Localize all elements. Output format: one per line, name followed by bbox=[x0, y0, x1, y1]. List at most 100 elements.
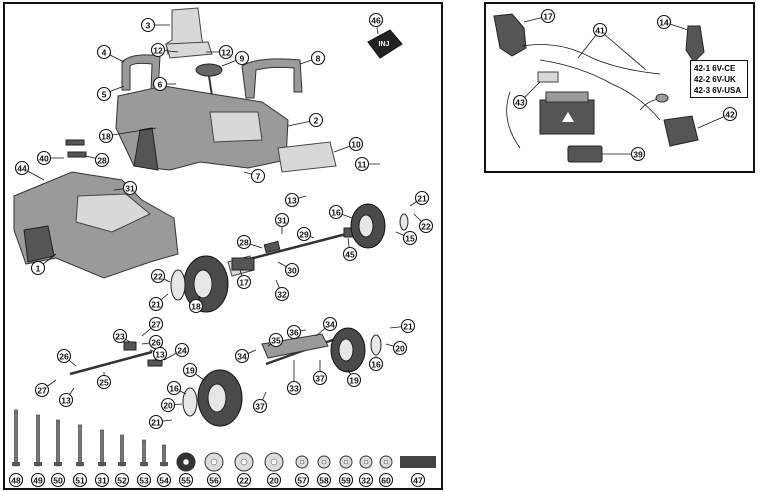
callout-label: 4 bbox=[102, 48, 107, 58]
callout-label: 37 bbox=[315, 374, 325, 384]
callout-22: 22 bbox=[150, 268, 171, 284]
callout-19: 19 bbox=[346, 369, 362, 388]
wiring-icon bbox=[506, 59, 661, 149]
callout-20: 20 bbox=[266, 472, 282, 488]
callout-label: 56 bbox=[209, 476, 219, 486]
callout-24: 24 bbox=[163, 342, 190, 361]
wheel-icon bbox=[350, 203, 386, 249]
callout-label: 18 bbox=[191, 302, 201, 312]
callout-19: 19 bbox=[182, 362, 205, 381]
callout-18: 18 bbox=[188, 295, 204, 314]
callout-label: 39 bbox=[633, 150, 643, 160]
callout-29: 29 bbox=[296, 226, 315, 242]
callout-34: 34 bbox=[234, 348, 257, 364]
callout-34: 34 bbox=[315, 316, 338, 337]
switch-harness-icon bbox=[493, 13, 661, 75]
washer-icon bbox=[204, 452, 224, 472]
callout-56: 56 bbox=[206, 472, 222, 488]
callout-label: 26 bbox=[59, 352, 69, 362]
callout-label: 24 bbox=[177, 346, 187, 356]
callout-37: 37 bbox=[312, 360, 328, 386]
callout-label: 11 bbox=[358, 160, 367, 170]
callout-label: 18 bbox=[101, 132, 111, 142]
screw-icon bbox=[118, 434, 126, 467]
callout-17: 17 bbox=[523, 8, 556, 24]
callout-22: 22 bbox=[413, 213, 434, 234]
callout-2: 2 bbox=[287, 112, 324, 128]
callout-50: 50 bbox=[50, 472, 66, 488]
callout-label: 22 bbox=[421, 222, 431, 232]
callout-label: 14 bbox=[659, 18, 669, 28]
callout-26: 26 bbox=[141, 334, 164, 350]
rear-axle-icon bbox=[69, 333, 339, 376]
callout-label: 19 bbox=[185, 366, 195, 376]
battery-icon bbox=[539, 91, 595, 135]
callout-label: 32 bbox=[277, 290, 287, 300]
callout-label: 45 bbox=[345, 250, 355, 260]
callout-7: 7 bbox=[243, 168, 266, 184]
callout-label: 50 bbox=[53, 476, 63, 486]
callout-57: 57 bbox=[294, 472, 310, 488]
callout-21: 21 bbox=[148, 293, 169, 312]
callout-label: 17 bbox=[543, 12, 553, 22]
callout-label: 15 bbox=[405, 234, 415, 244]
callout-label: 37 bbox=[255, 402, 265, 412]
callout-8: 8 bbox=[299, 50, 326, 66]
callout-label: 42 bbox=[725, 110, 735, 120]
screw-icon bbox=[34, 414, 42, 467]
callout-label: 8 bbox=[316, 54, 321, 64]
callout-15: 15 bbox=[395, 230, 418, 246]
callout-17: 17 bbox=[236, 269, 252, 290]
callout-label: 10 bbox=[351, 140, 361, 150]
callout-label: 13 bbox=[61, 396, 71, 406]
callout-label: 3 bbox=[146, 21, 151, 31]
hardware-row bbox=[12, 409, 436, 472]
callout-label: 21 bbox=[403, 322, 413, 332]
callout-label: 55 bbox=[181, 476, 191, 486]
callout-60: 60 bbox=[378, 472, 394, 488]
callout-31: 31 bbox=[113, 180, 138, 196]
callout-label: 48 bbox=[11, 476, 21, 486]
callout-32: 32 bbox=[358, 472, 374, 488]
latch-parts-icon bbox=[65, 139, 87, 158]
callout-5: 5 bbox=[96, 85, 125, 102]
callout-9: 9 bbox=[221, 50, 250, 67]
callout-label: 21 bbox=[151, 418, 161, 428]
callout-label: 5 bbox=[102, 90, 107, 100]
callout-40: 40 bbox=[36, 150, 64, 166]
callout-20: 20 bbox=[160, 397, 183, 413]
car-body-icon bbox=[13, 171, 179, 279]
callout-label: 22 bbox=[239, 476, 249, 486]
callout-label: 25 bbox=[99, 378, 109, 388]
hubcap-icon bbox=[399, 213, 409, 231]
callout-label: 31 bbox=[125, 184, 135, 194]
callout-43: 43 bbox=[512, 81, 541, 110]
washer-icon bbox=[264, 452, 284, 472]
wheel-icon bbox=[330, 327, 366, 373]
callout-49: 49 bbox=[30, 472, 46, 488]
callout-label: 1 bbox=[36, 264, 41, 274]
washer-icon bbox=[176, 452, 196, 472]
hubcap-icon bbox=[170, 269, 186, 301]
callout-label: 16 bbox=[331, 208, 341, 218]
callout-12: 12 bbox=[150, 42, 179, 58]
windshield-icon bbox=[277, 141, 337, 173]
callout-42: 42 bbox=[697, 106, 738, 129]
callout-45: 45 bbox=[342, 237, 358, 262]
callout-label: 7 bbox=[256, 172, 261, 182]
callout-1: 1 bbox=[30, 253, 57, 276]
chassis-icon bbox=[115, 85, 289, 171]
callout-label: 51 bbox=[75, 476, 85, 486]
callout-label: 27 bbox=[151, 320, 161, 330]
callout-31: 31 bbox=[274, 212, 290, 234]
callout-46: 46 bbox=[368, 12, 384, 35]
callout-47: 47 bbox=[410, 472, 426, 488]
callout-14: 14 bbox=[656, 14, 689, 31]
callout-label: 20 bbox=[269, 476, 279, 486]
callout-label: 12 bbox=[153, 46, 163, 56]
callout-label: 13 bbox=[287, 196, 297, 206]
callout-52: 52 bbox=[114, 472, 130, 488]
seat-icon bbox=[165, 7, 213, 59]
